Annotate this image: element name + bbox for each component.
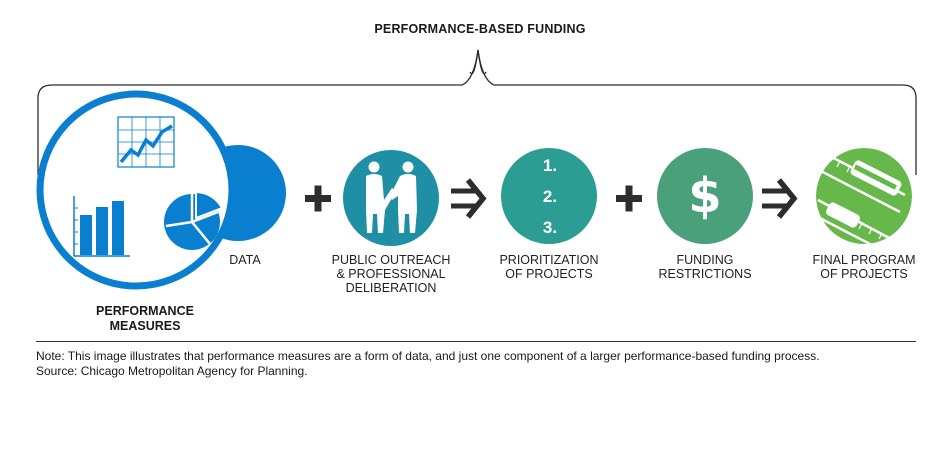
label-line: & PROFESSIONAL	[336, 267, 446, 281]
dollar-icon	[657, 148, 753, 244]
source-text: Source: Chicago Metropolitan Agency for …	[36, 364, 308, 378]
step-label-outreach: PUBLIC OUTREACH & PROFESSIONAL DELIBERAT…	[326, 253, 456, 295]
label-line: RESTRICTIONS	[658, 267, 752, 281]
pm-label-line1: PERFORMANCE	[96, 304, 194, 318]
label-line: PRIORITIZATION	[499, 253, 599, 267]
figure-note: Note: This image illustrates that perfor…	[36, 349, 936, 379]
step-label-data: DATA	[205, 253, 285, 267]
label-line: FINAL PROGRAM	[812, 253, 916, 267]
people-figures	[366, 161, 417, 233]
line-chart-icon	[117, 116, 175, 168]
label-line: PUBLIC OUTREACH	[331, 253, 451, 267]
bracket-notch	[469, 49, 487, 75]
plus-operator-2	[616, 185, 642, 212]
arrow-operator-1	[451, 178, 487, 219]
prioritization-numbers: 1. 2. 3.	[530, 150, 570, 243]
diagram-title: PERFORMANCE-BASED FUNDING	[374, 22, 586, 36]
label-line: FUNDING	[676, 253, 734, 267]
note-divider	[36, 341, 916, 342]
number-1: 1.	[542, 156, 558, 175]
arrow-operator-2	[762, 178, 798, 219]
note-text: Note: This image illustrates that perfor…	[36, 349, 820, 363]
label-line: DATA	[229, 253, 261, 267]
performance-measures-label: PERFORMANCE MEASURES	[60, 304, 230, 334]
performance-measures-ring	[36, 90, 236, 290]
step-label-prioritization: PRIORITIZATION OF PROJECTS	[489, 253, 609, 281]
number-3: 3.	[542, 218, 558, 237]
transit-icon	[816, 148, 912, 244]
step-label-funding: FUNDING RESTRICTIONS	[645, 253, 765, 281]
label-line: OF PROJECTS	[820, 267, 908, 281]
step-label-final: FINAL PROGRAM OF PROJECTS	[800, 253, 928, 281]
pie-chart-icon	[164, 190, 224, 250]
dollar-symbol: $	[688, 168, 722, 224]
plus-operator-1	[305, 185, 331, 212]
pm-label-line2: MEASURES	[109, 319, 181, 333]
bar-chart-icon	[73, 196, 130, 257]
numbered-list-icon	[501, 148, 597, 244]
label-line: DELIBERATION	[345, 281, 437, 295]
number-2: 2.	[542, 187, 558, 206]
label-line: OF PROJECTS	[505, 267, 593, 281]
